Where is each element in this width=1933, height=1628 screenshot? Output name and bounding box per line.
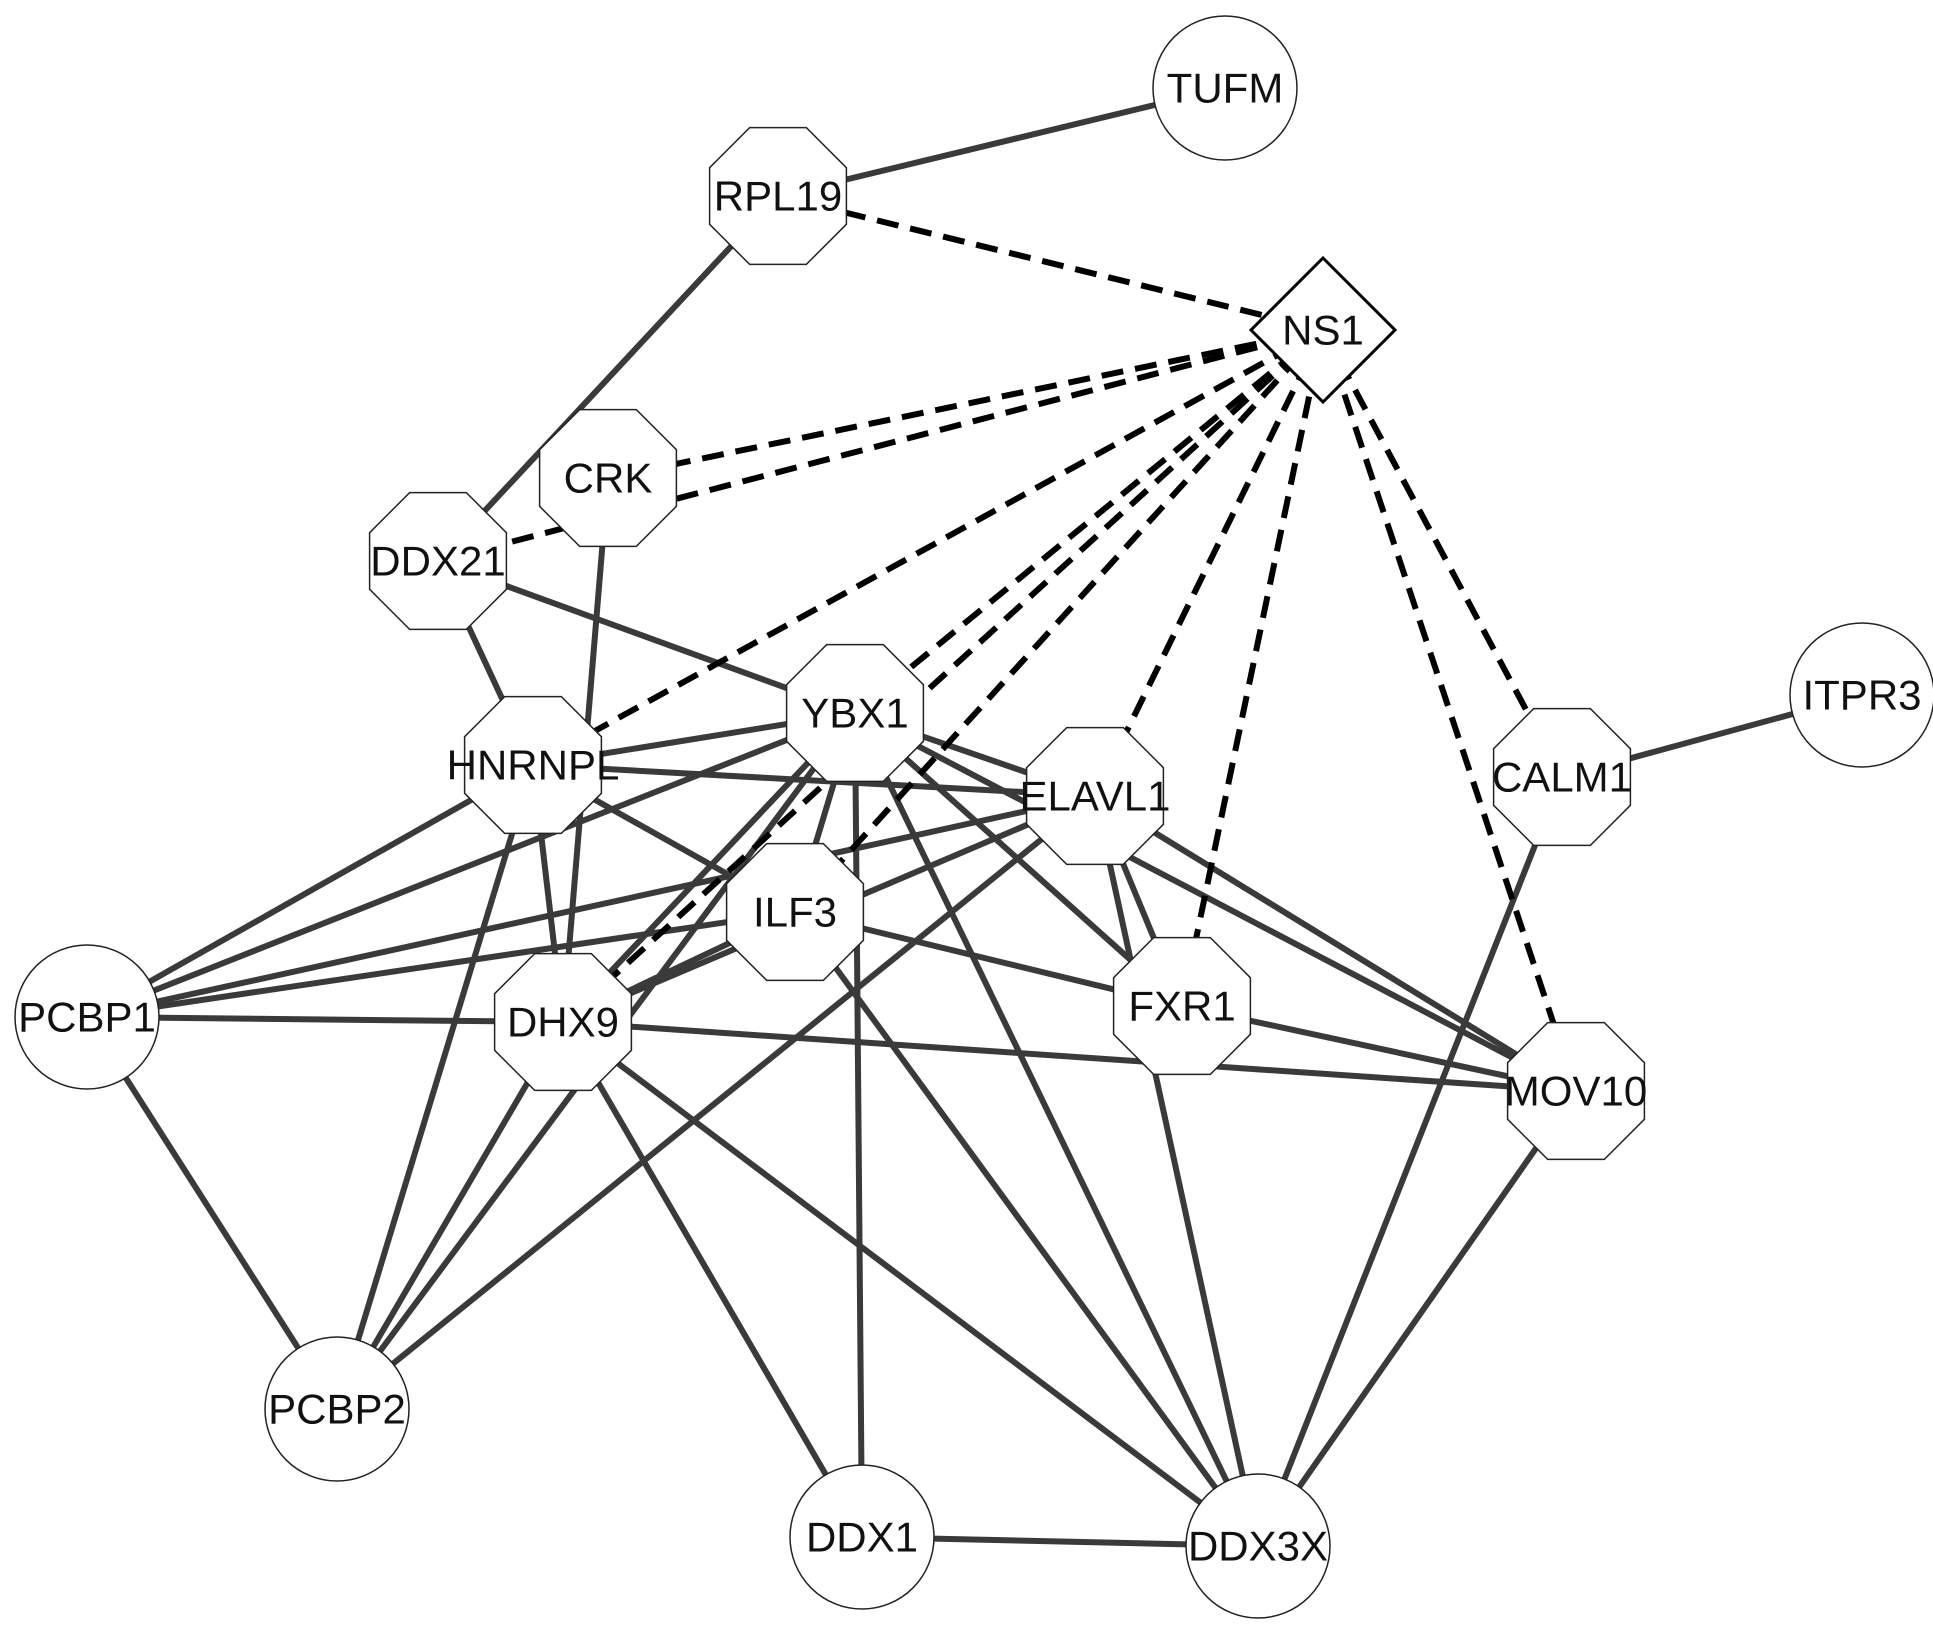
edge-ns1-ybx1 xyxy=(853,327,1325,716)
node-tufm-label: TUFM xyxy=(1167,65,1284,112)
node-ddx3x-circle xyxy=(1185,1473,1331,1619)
edge-elavl1-ddx3x xyxy=(1092,795,1261,1547)
edge-ybx1-dhx9 xyxy=(560,710,858,1025)
node-calm1[interactable]: CALM1 xyxy=(1492,707,1632,847)
edge-ns1-fxr1 xyxy=(1179,329,1326,1007)
edge-dhx9-mov10 xyxy=(562,1019,1577,1094)
node-pcbp2[interactable]: PCBP2 xyxy=(264,1336,410,1482)
node-dhx9-label: DHX9 xyxy=(507,999,619,1046)
edge-ns1-hnrnpl xyxy=(531,327,1325,768)
node-itpr3-label: ITPR3 xyxy=(1802,672,1921,719)
edge-elavl1-mov10 xyxy=(1093,793,1578,1094)
node-ddx1-label: DDX1 xyxy=(806,1514,918,1561)
node-elavl1-octagon xyxy=(1025,726,1165,866)
node-ddx1-circle xyxy=(789,1464,935,1610)
edge-elavl1-pcbp1 xyxy=(86,793,1096,1020)
edge-hnrnpl-elavl1 xyxy=(532,762,1096,799)
node-ns1-label: NS1 xyxy=(1282,307,1364,354)
edge-ddx21-ybx1 xyxy=(436,558,857,716)
node-ddx21[interactable]: DDX21 xyxy=(368,491,508,631)
node-calm1-label: CALM1 xyxy=(1492,754,1632,801)
edge-ns1-elavl1 xyxy=(1092,328,1326,798)
node-pcbp1-label: PCBP1 xyxy=(18,994,156,1041)
edge-ns1-calm1 xyxy=(1320,328,1565,779)
node-hnrnpl[interactable]: HNRNPL xyxy=(447,695,620,835)
node-dhx9[interactable]: DHX9 xyxy=(493,952,633,1092)
node-mov10[interactable]: MOV10 xyxy=(1505,1021,1647,1161)
edge-ns1-ilf3 xyxy=(792,327,1326,915)
node-calm1-octagon xyxy=(1492,707,1632,847)
node-ilf3-label: ILF3 xyxy=(753,889,837,936)
edge-elavl1-pcbp2 xyxy=(335,793,1097,1412)
node-ybx1-label: YBX1 xyxy=(801,690,908,737)
node-ybx1[interactable]: YBX1 xyxy=(785,643,925,783)
edge-ilf3-ddx3x xyxy=(792,910,1261,1548)
edge-ilf3-pcbp1 xyxy=(86,909,796,1020)
node-fxr1-octagon xyxy=(1112,936,1252,1076)
edge-ns1-crk xyxy=(607,327,1324,481)
node-pcbp2-label: PCBP2 xyxy=(268,1386,406,1433)
node-hnrnpl-label: HNRNPL xyxy=(447,742,620,789)
node-rpl19-octagon xyxy=(708,126,848,266)
node-itpr3[interactable]: ITPR3 xyxy=(1789,622,1933,768)
node-mov10-label: MOV10 xyxy=(1505,1068,1647,1115)
node-ddx21-octagon xyxy=(368,491,508,631)
node-elavl1[interactable]: ELAVL1 xyxy=(1020,726,1171,866)
edge-mov10-ddx3x xyxy=(1255,1089,1579,1548)
node-pcbp2-circle xyxy=(264,1336,410,1482)
edge-hnrnpl-pcbp2 xyxy=(334,764,536,1410)
edge-pcbp1-pcbp2 xyxy=(84,1015,340,1411)
edge-ybx1-mov10 xyxy=(853,710,1578,1094)
node-fxr1[interactable]: FXR1 xyxy=(1112,936,1252,1076)
node-ddx1[interactable]: DDX1 xyxy=(789,1464,935,1610)
edge-ns1-dhx9 xyxy=(560,327,1326,1025)
node-tufm-circle xyxy=(1152,15,1298,161)
node-fxr1-label: FXR1 xyxy=(1128,983,1235,1030)
edge-ybx1-pcbp1 xyxy=(85,710,857,1020)
edge-rpl19-ns1 xyxy=(777,193,1324,333)
edge-rpl19-tufm xyxy=(777,85,1226,199)
node-rpl19-label: RPL19 xyxy=(714,173,842,220)
node-ddx21-label: DDX21 xyxy=(370,538,505,585)
node-ns1[interactable]: NS1 xyxy=(1248,255,1398,405)
node-dhx9-octagon xyxy=(493,952,633,1092)
node-pcbp1[interactable]: PCBP1 xyxy=(14,944,160,1090)
edge-ybx1-ddx3x xyxy=(852,711,1261,1548)
edge-dhx9-ddx1 xyxy=(560,1020,865,1539)
node-mov10-octagon xyxy=(1506,1021,1646,1161)
edge-dhx9-pcbp2 xyxy=(334,1020,566,1411)
node-ddx3x-label: DDX3X xyxy=(1188,1523,1328,1570)
node-ilf3-octagon xyxy=(725,842,865,982)
node-elavl1-label: ELAVL1 xyxy=(1020,773,1171,820)
node-crk-octagon xyxy=(538,408,678,548)
node-ddx3x[interactable]: DDX3X xyxy=(1185,1473,1331,1619)
node-rpl19[interactable]: RPL19 xyxy=(708,126,848,266)
node-pcbp1-circle xyxy=(14,944,160,1090)
node-crk[interactable]: CRK xyxy=(538,408,678,548)
node-ns1-diamond xyxy=(1248,255,1398,405)
edge-hnrnpl-pcbp1 xyxy=(85,762,535,1020)
node-crk-label: CRK xyxy=(564,455,653,502)
node-ilf3[interactable]: ILF3 xyxy=(725,842,865,982)
edge-pcbp1-dhx9 xyxy=(86,1014,564,1025)
edge-dhx9-ddx3x xyxy=(561,1019,1260,1549)
node-hnrnpl-octagon xyxy=(463,695,603,835)
edge-calm1-ddx3x xyxy=(1255,775,1565,1548)
node-itpr3-circle xyxy=(1789,622,1933,768)
node-tufm[interactable]: TUFM xyxy=(1152,15,1298,161)
node-ybx1-octagon xyxy=(785,643,925,783)
edge-rpl19-ddx21 xyxy=(435,193,781,564)
